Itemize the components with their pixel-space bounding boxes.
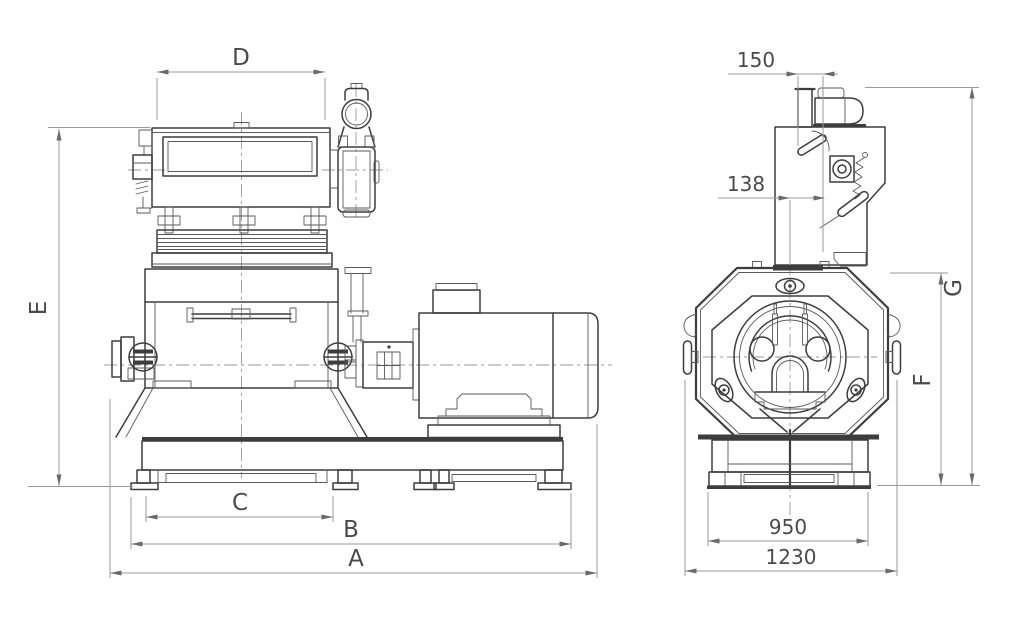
pedestal-base [698, 434, 879, 489]
dimension-a: A [109, 399, 598, 578]
dimension-a-label: A [348, 546, 364, 572]
dimension-b: B [130, 493, 572, 549]
dimension-d-label: D [232, 45, 250, 71]
dimension-150-label: 150 [737, 48, 775, 72]
dimension-150: 150 [728, 48, 838, 252]
dimension-d: D [156, 45, 326, 120]
feed-column [752, 87, 886, 271]
dimension-c-label: C [232, 490, 248, 516]
dimension-e-label: E [26, 301, 52, 316]
dimension-b-label: B [343, 517, 359, 543]
dimension-1230: 1230 [684, 380, 898, 576]
side-view-centerlines [104, 84, 612, 478]
roller-adjust-handwheels [111, 336, 353, 382]
dimension-g-label: G [941, 279, 967, 297]
dimension-f-label: F [910, 373, 936, 386]
support-struts [157, 206, 327, 234]
mill-body [115, 268, 368, 438]
conditioner-box [132, 122, 339, 214]
side-view: D E C B [26, 45, 612, 578]
base-frame [130, 437, 572, 491]
dimension-g: G [865, 87, 980, 486]
dimension-138: 138 [718, 172, 825, 265]
dimension-950: 950 [707, 492, 869, 546]
main-motor [418, 283, 599, 439]
conditioner-drive-motor [337, 83, 380, 218]
dimension-c: C [145, 490, 334, 522]
front-view-centerlines [703, 262, 877, 520]
discharge-chute [344, 267, 372, 388]
front-view: 150 138 950 1230 [682, 48, 980, 576]
dimension-1230-label: 1230 [766, 545, 817, 569]
dimension-e: E [26, 127, 150, 487]
dimension-950-label: 950 [769, 515, 807, 539]
ribbed-hopper [151, 229, 333, 268]
gearbox [362, 328, 420, 401]
dimension-f: F [890, 272, 948, 485]
dimension-138-label: 138 [727, 172, 765, 196]
